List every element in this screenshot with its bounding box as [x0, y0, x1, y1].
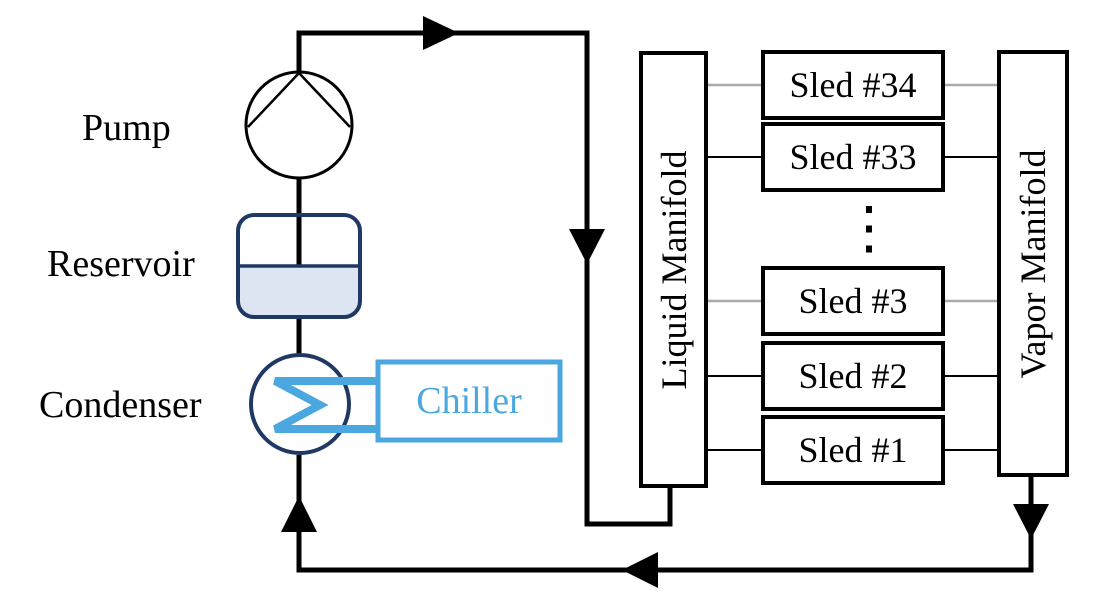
reservoir-label: Reservoir [47, 243, 195, 285]
sled-2-box [761, 341, 945, 411]
flow-arrow-down-icon [569, 229, 605, 264]
pump-label: Pump [82, 107, 171, 149]
sled-33-box [761, 122, 945, 192]
liquid-manifold-box [639, 51, 708, 488]
sled-2-label: Sled #2 [798, 356, 908, 396]
supply-pipe [296, 30, 673, 527]
sled-3-box [761, 266, 945, 336]
liquid-manifold-label: Liquid Manifold [654, 150, 694, 390]
pump-impeller-chord-right [298, 72, 351, 128]
sled-34-box [761, 50, 945, 120]
sled-3-label: Sled #3 [798, 281, 908, 321]
flow-arrow-right-icon [423, 16, 459, 50]
sled-1-label: Sled #1 [798, 430, 908, 470]
sled-34-label: Sled #34 [789, 65, 917, 105]
sled-1-box [761, 415, 945, 485]
return-arrow-down-icon [1013, 504, 1049, 539]
condenser-symbol [249, 353, 351, 455]
reservoir-symbol [236, 213, 362, 319]
sleds-ellipsis: ⋮ [840, 193, 898, 261]
chiller-label: Chiller [416, 380, 522, 422]
reservoir-liquid-fill [238, 266, 360, 317]
condenser-label: Condenser [39, 384, 202, 426]
pump-symbol [244, 70, 354, 180]
pump-impeller-chord-left [247, 72, 300, 128]
vapor-manifold-label: Vapor Manifold [1013, 149, 1053, 379]
vapor-manifold-box [997, 50, 1069, 477]
sled-33-label: Sled #33 [789, 137, 917, 177]
heat-exchanger-coil [273, 377, 380, 433]
return-arrow-left-icon [622, 552, 658, 588]
return-arrow-up-icon [281, 496, 317, 532]
chiller-box [375, 359, 563, 443]
